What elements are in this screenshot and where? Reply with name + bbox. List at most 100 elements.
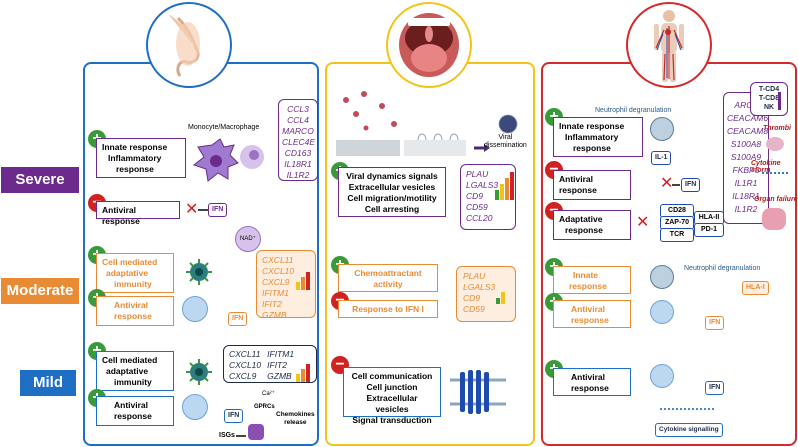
virus-dissemination-illustration bbox=[336, 91, 518, 156]
receptor-pd1: PD-1 bbox=[694, 223, 724, 237]
gene: IL1R2 bbox=[286, 170, 310, 180]
blood-innate-response-box: Innate response Inflammatory response bbox=[553, 117, 643, 157]
line: Signal transduction bbox=[352, 415, 432, 425]
line: response bbox=[565, 225, 603, 235]
line: Cell junction bbox=[366, 382, 418, 392]
line: Cell communication bbox=[351, 371, 433, 381]
line: T-CD8 bbox=[758, 95, 780, 102]
body-illustration bbox=[654, 10, 684, 82]
mouth-illustration bbox=[399, 13, 459, 77]
nad-label: NAD⁺ bbox=[240, 236, 256, 242]
line: response bbox=[114, 311, 152, 321]
line: Cell mediated bbox=[102, 257, 158, 267]
ifn-label: IFN bbox=[705, 381, 725, 395]
line: Cell migration/motility bbox=[347, 193, 437, 203]
line: activity bbox=[373, 279, 403, 289]
line: immunity bbox=[114, 377, 152, 387]
gene: CCL20 bbox=[466, 213, 493, 223]
blood-adaptative-box: Adaptative response bbox=[553, 210, 631, 240]
line: response bbox=[114, 411, 152, 421]
line: Antiviral response bbox=[102, 205, 140, 226]
line: Inflammatory bbox=[108, 153, 162, 163]
line: release bbox=[284, 419, 307, 426]
cytokine-storm-label: Cytokine storm bbox=[751, 160, 781, 174]
line: Innate bbox=[573, 270, 599, 280]
gene: IFITM1 bbox=[262, 288, 289, 298]
line: response bbox=[571, 315, 609, 325]
blood-antiviral-mild-box: Antiviral response bbox=[553, 368, 631, 396]
line: Innate response bbox=[559, 121, 625, 131]
line: Extracellular vesicles bbox=[366, 393, 418, 414]
mouth-circle bbox=[386, 2, 472, 88]
ifn-label: IFN bbox=[681, 178, 701, 192]
chemokines-label: Chemokines release bbox=[276, 411, 315, 427]
line: Chemoattractant bbox=[354, 268, 422, 278]
line: Antiviral bbox=[114, 400, 149, 410]
gene: CD9 bbox=[466, 191, 484, 201]
ifn-label: IFN bbox=[224, 409, 244, 423]
line: response bbox=[571, 383, 609, 393]
line: Adaptative bbox=[559, 214, 603, 224]
nose-circle bbox=[146, 2, 232, 88]
gene: PLAU bbox=[466, 169, 489, 179]
gene: IFITM1 bbox=[267, 349, 295, 359]
line: Antiviral bbox=[571, 304, 606, 314]
gene: LGALS3 bbox=[466, 180, 499, 190]
cytokine-signal-icon bbox=[660, 408, 714, 416]
mouth-cell-communication-box: Cell communication Cell junction Extrace… bbox=[343, 367, 441, 425]
gene: CEACAM8 bbox=[727, 126, 769, 136]
gene: CEACAM6 bbox=[727, 113, 769, 123]
line: Inflammatory bbox=[565, 132, 619, 142]
line: Response to IFN I bbox=[352, 304, 424, 314]
line: response bbox=[569, 281, 607, 291]
severity-label-severe: Severe bbox=[1, 167, 79, 193]
blood-innate-moderate-box: Innate response bbox=[553, 266, 631, 294]
line: Antiviral bbox=[559, 174, 594, 184]
gene: CXCL9 bbox=[262, 277, 290, 287]
severity-label-moderate: Moderate bbox=[1, 278, 79, 304]
line: Antiviral bbox=[571, 372, 606, 382]
gene: CLEC4E bbox=[282, 137, 316, 147]
epithelial-cell-icon bbox=[182, 394, 208, 420]
gene: IL18R1 bbox=[284, 159, 312, 169]
cytokine-signalling-label: Cytokine signalling bbox=[655, 423, 723, 437]
calcium-label: Ca²⁺ bbox=[262, 391, 275, 397]
severity-label-mild: Mild bbox=[20, 370, 76, 396]
gene: ARG1 bbox=[734, 100, 758, 110]
line: Extracellular vesicles bbox=[348, 182, 436, 192]
hla-i-label: HLA-I bbox=[742, 281, 769, 295]
nose-innate-response-box: Innate response Inflammatory response bbox=[96, 138, 186, 178]
line: T-CD4 bbox=[758, 86, 780, 93]
gene-column: IFITM1 IFIT2 GZMB bbox=[267, 349, 295, 381]
mouth-chemoattractant-box: Chemoattractant activity bbox=[338, 264, 438, 292]
receptor-icon bbox=[248, 424, 264, 440]
line: response bbox=[573, 143, 611, 153]
nad-cell bbox=[235, 226, 261, 252]
gene: FKBP5 bbox=[732, 165, 760, 175]
line: Antiviral bbox=[114, 300, 149, 310]
gene: CXCL9 bbox=[229, 371, 257, 381]
membrane-channel-icon bbox=[450, 370, 506, 414]
gene: IFIT2 bbox=[267, 360, 287, 370]
gene: CD163 bbox=[284, 148, 312, 158]
gene: IL1R1 bbox=[734, 178, 758, 188]
expression-bars-icon bbox=[495, 170, 514, 200]
line: dissemination bbox=[484, 142, 527, 149]
thrombi-label: Thrombi bbox=[763, 125, 791, 132]
gene: CXCL10 bbox=[262, 266, 295, 276]
line: adaptative bbox=[106, 268, 149, 278]
epithelial-cell-icon bbox=[182, 296, 208, 322]
mouth-moderate-gene-list: PLAU LGALS3 CD9 CD59 bbox=[456, 266, 516, 322]
neutrophil-degranulation-label: Neutrophil degranulation bbox=[684, 265, 761, 272]
nose-cell-mediated-mild-box: Cell mediated adaptative immunity bbox=[96, 351, 174, 391]
il1-label: IL-1 bbox=[651, 151, 672, 165]
gene: CXCL11 bbox=[262, 255, 294, 265]
gene: CCL4 bbox=[287, 115, 309, 125]
line: Viral bbox=[498, 134, 513, 141]
arrow-icon bbox=[672, 184, 680, 186]
line: response bbox=[116, 164, 154, 174]
arrow-icon bbox=[198, 209, 208, 211]
t-cell-icon bbox=[186, 359, 212, 385]
gene: LGALS3 bbox=[463, 282, 496, 292]
line: Cell mediated bbox=[102, 355, 158, 365]
